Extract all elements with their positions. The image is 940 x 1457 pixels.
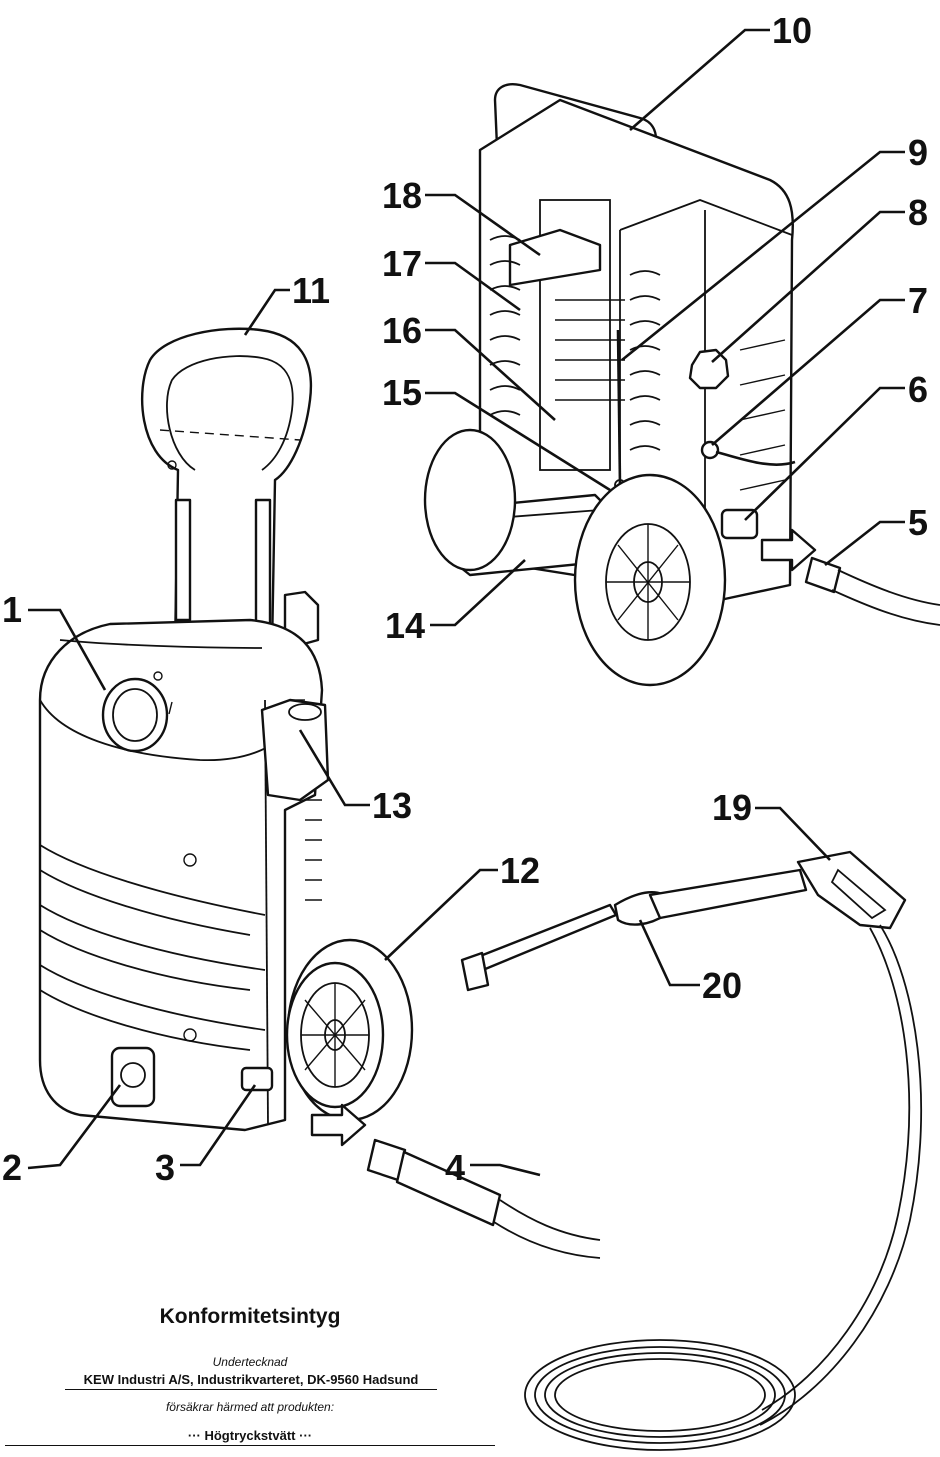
certificate-company: KEW Industri A/S, Industrikvarteret, DK-…	[65, 1372, 437, 1390]
callout-18: 18	[382, 175, 422, 216]
callout-5: 5	[908, 502, 928, 543]
callout-12: 12	[500, 850, 540, 891]
callout-19: 19	[712, 787, 752, 828]
callout-20: 20	[702, 965, 742, 1006]
certificate-undersigned: Undertecknad	[212, 1355, 288, 1369]
certificate-product: ··· Högtryckstvätt ···	[5, 1428, 495, 1446]
callout-14: 14	[385, 605, 425, 646]
callout-7: 7	[908, 280, 928, 321]
callout-10: 10	[772, 10, 812, 51]
callout-4: 4	[445, 1147, 465, 1188]
callout-15: 15	[382, 372, 422, 413]
front-washer-unit	[38, 327, 414, 1132]
spray-gun-and-hose	[460, 850, 923, 1451]
callout-11: 11	[292, 270, 330, 311]
callout-3: 3	[155, 1147, 175, 1188]
callout-numbers: 1 2 3 4 5 6 7 8 9 10 11 12 13 14 15 16 1…	[2, 10, 928, 1188]
callout-13: 13	[372, 785, 412, 826]
callout-17: 17	[382, 243, 422, 284]
leader-lines	[27, 28, 905, 1177]
certificate-title: Konformitetsintyg	[159, 1305, 341, 1328]
rear-washer-unit	[423, 83, 796, 687]
inlet-hose-rear	[760, 528, 940, 626]
callout-2: 2	[2, 1147, 22, 1188]
callout-16: 16	[382, 310, 422, 351]
certificate-assurance: försäkrar härmed att produkten:	[165, 1400, 335, 1414]
callout-9: 9	[908, 132, 928, 173]
callout-1: 1	[2, 589, 22, 630]
callout-8: 8	[908, 192, 928, 233]
inlet-hose-front	[310, 1103, 601, 1259]
callout-6: 6	[908, 369, 928, 410]
